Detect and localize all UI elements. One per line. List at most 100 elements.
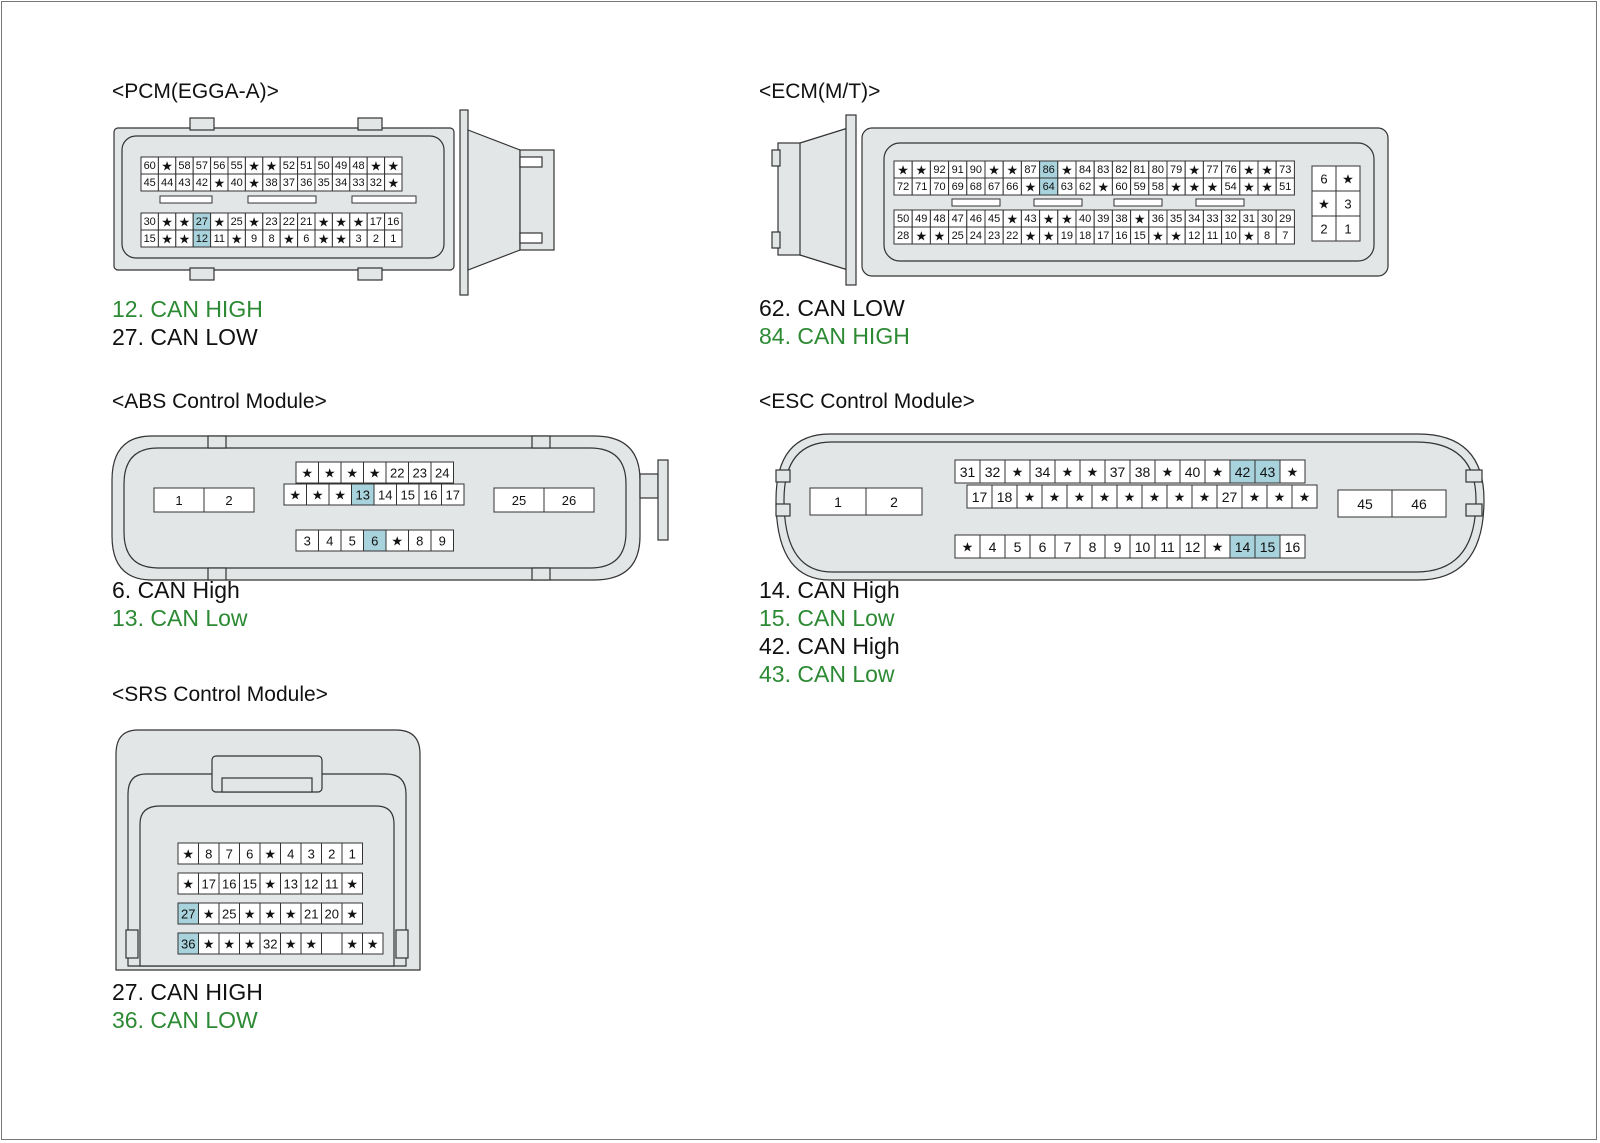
svg-text:★: ★	[248, 159, 260, 174]
svg-text:8: 8	[1089, 539, 1097, 555]
esc-pin-42: 42	[1229, 459, 1256, 484]
ecm-pin-empty: ★	[1257, 160, 1277, 179]
ecm-pin-30: 30	[1257, 209, 1277, 228]
svg-text:8: 8	[416, 534, 423, 549]
esc-pin-4: 4	[979, 534, 1006, 559]
svg-text:2: 2	[328, 847, 335, 862]
svg-text:2: 2	[373, 233, 379, 245]
pcm-pin-58: 58	[175, 156, 194, 175]
svg-text:★: ★	[266, 159, 278, 174]
svg-text:★: ★	[1174, 490, 1186, 505]
pcm-pin-2: 2	[366, 229, 386, 248]
ecm-pin-81: 81	[1130, 160, 1150, 179]
svg-text:★: ★	[897, 163, 909, 178]
svg-text:★: ★	[301, 466, 313, 481]
pcm-pin-9: 9	[244, 229, 264, 248]
svg-text:50: 50	[318, 160, 330, 172]
svg-text:★: ★	[346, 907, 358, 922]
srs-pin-15: 15	[239, 872, 261, 895]
ecm-pin-86: 86	[1039, 160, 1059, 179]
srs-pin-empty: ★	[300, 932, 322, 955]
pcm-pin-44: 44	[157, 173, 177, 192]
svg-text:★: ★	[1049, 490, 1061, 505]
ecm-pin-empty: ★	[893, 160, 913, 179]
svg-text:43: 43	[178, 177, 190, 189]
svg-text:18: 18	[997, 489, 1013, 505]
svg-text:★: ★	[915, 229, 927, 244]
svg-text:64: 64	[1043, 181, 1055, 193]
srs-pin-empty: ★	[341, 902, 363, 925]
pcm-signal-27: 27. CAN LOW	[112, 324, 258, 350]
ecm-pin-36: 36	[1148, 209, 1168, 228]
esc-pin-empty: ★	[1079, 459, 1106, 484]
srs-pin-empty: ★	[239, 902, 261, 925]
svg-text:20: 20	[325, 907, 339, 922]
srs-pin-empty: ★	[362, 932, 384, 955]
ecm-pin-15: 15	[1130, 226, 1150, 245]
svg-text:45: 45	[1357, 496, 1373, 512]
svg-text:15: 15	[1260, 539, 1276, 555]
svg-text:17: 17	[370, 216, 382, 228]
srs-pin-12: 12	[300, 872, 322, 895]
svg-text:★: ★	[305, 937, 317, 952]
pcm-pin-25: 25	[227, 212, 246, 231]
ecm-pin-empty: ★	[1239, 226, 1259, 245]
svg-text:35: 35	[318, 177, 330, 189]
svg-text:60: 60	[144, 160, 156, 172]
svg-text:2: 2	[225, 493, 232, 508]
svg-text:12: 12	[1185, 539, 1201, 555]
ecm-pin-1: 1	[1335, 215, 1361, 242]
pcm-pin-empty: ★	[384, 156, 403, 175]
svg-text:81: 81	[1134, 164, 1146, 176]
svg-text:★: ★	[1149, 490, 1161, 505]
ecm-pin-64: 64	[1039, 177, 1059, 196]
ecm-pin-empty: ★	[1148, 226, 1168, 245]
abs-pin-16: 16	[418, 483, 442, 506]
svg-text:★: ★	[1318, 197, 1330, 212]
abs-pin-8: 8	[408, 529, 432, 552]
ecm-pin-empty: ★	[1039, 209, 1059, 228]
ecm-title: <ECM(M/T)>	[759, 80, 881, 103]
ecm-pin-empty: ★	[1057, 209, 1077, 228]
ecm-pin-87: 87	[1020, 160, 1041, 179]
pcm-pin-8: 8	[262, 229, 281, 248]
ecm-pin-82: 82	[1111, 160, 1132, 179]
svg-text:★: ★	[179, 215, 191, 230]
pcm-pin-49: 49	[331, 156, 351, 175]
ecm-pin-empty: ★	[1020, 226, 1041, 245]
svg-text:3: 3	[355, 233, 361, 245]
svg-text:★: ★	[318, 215, 330, 230]
svg-text:8: 8	[268, 233, 274, 245]
srs-signal-27: 27. CAN HIGH	[112, 979, 263, 1005]
svg-text:36: 36	[181, 937, 195, 952]
svg-text:★: ★	[1170, 229, 1182, 244]
srs-pin-empty: ★	[341, 932, 363, 955]
abs-pin-17: 17	[441, 483, 465, 506]
svg-text:★: ★	[231, 232, 243, 247]
pcm-pin-32: 32	[366, 173, 386, 192]
pcm-pin-empty: ★	[210, 173, 229, 192]
abs-signal-13: 13. CAN Low	[112, 605, 248, 631]
svg-text:59: 59	[1134, 181, 1146, 193]
svg-text:★: ★	[353, 215, 365, 230]
svg-text:★: ★	[248, 176, 260, 191]
esc-pin-17: 17	[966, 484, 993, 509]
svg-text:12: 12	[304, 877, 318, 892]
svg-text:★: ★	[934, 229, 946, 244]
pcm-pin-33: 33	[349, 173, 368, 192]
abs-pin-4: 4	[318, 529, 342, 552]
abs-pin-14: 14	[373, 483, 397, 506]
esc-pin-46: 46	[1391, 489, 1447, 518]
svg-text:★: ★	[1199, 490, 1211, 505]
svg-text:63: 63	[1061, 181, 1073, 193]
abs-pin-22: 22	[385, 461, 409, 484]
abs-pin-empty: ★	[295, 461, 319, 484]
ecm-pin-49: 49	[911, 209, 931, 228]
esc-signal-43: 43. CAN Low	[759, 661, 895, 687]
esc-signal-42: 42. CAN High	[759, 633, 900, 659]
svg-text:9: 9	[251, 233, 257, 245]
svg-text:40: 40	[1079, 213, 1091, 225]
svg-text:56: 56	[213, 160, 225, 172]
ecm-pin-19: 19	[1057, 226, 1077, 245]
